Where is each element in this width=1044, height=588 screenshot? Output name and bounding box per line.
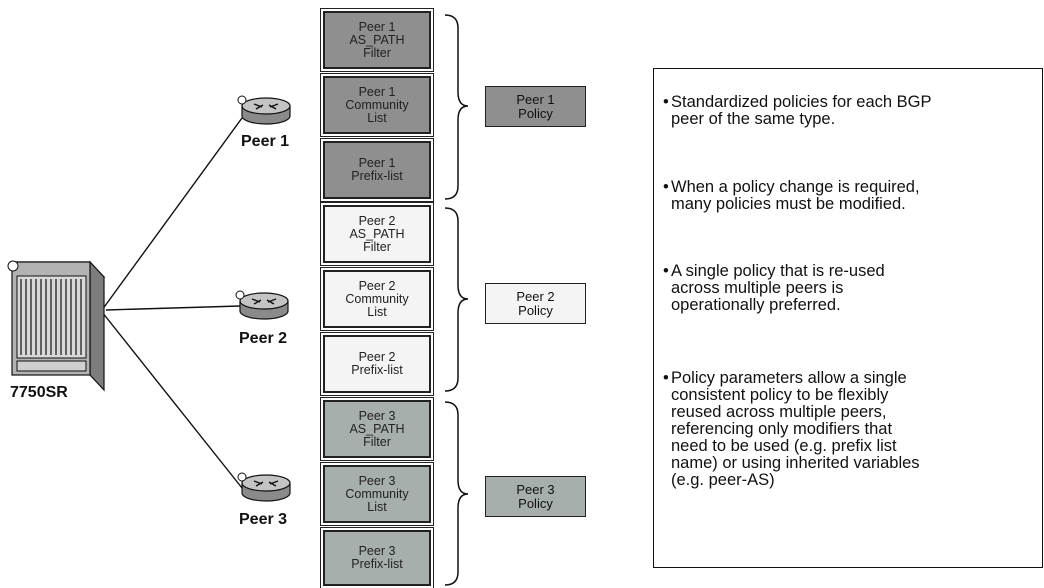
peer-2-prefix-list: Peer 2 Prefix-list	[320, 332, 434, 396]
peer-3-label: Peer 3	[239, 511, 288, 528]
link-peer-2	[105, 305, 241, 311]
peer-1-policy: Peer 1 Policy	[485, 86, 586, 127]
note-text: A single policy that is re-used across m…	[671, 262, 885, 314]
peer-1-label: Peer 1	[241, 133, 290, 150]
peer-3-prefix-list-label: Peer 3 Prefix-list	[351, 544, 403, 571]
peer-3-policy: Peer 3 Policy	[485, 476, 586, 517]
connection-lines	[101, 117, 243, 489]
note-item: • A single policy that is re-used across…	[663, 263, 885, 314]
peer-1-community-list: Peer 1 Community List	[320, 73, 434, 137]
peer-1-community-list-label: Peer 1 Community List	[345, 84, 409, 125]
peer-2-community-list: Peer 2 Community List	[320, 267, 434, 331]
router-7750sr-icon	[7, 260, 106, 392]
peer-3-as-path-filter: Peer 3 AS_PATH Filter	[320, 397, 434, 461]
note-bullet: •	[663, 93, 669, 111]
peer-2-prefix-list-label: Peer 2 Prefix-list	[351, 350, 403, 377]
router-peer-2-icon	[235, 290, 289, 320]
peer-3-as-path-filter-label: Peer 3 AS_PATH Filter	[349, 408, 405, 449]
peer-1-prefix-list: Peer 1 Prefix-list	[320, 138, 434, 202]
note-item: • Standardized policies for each BGP pee…	[663, 94, 931, 128]
peer-3-community-list: Peer 3 Community List	[320, 462, 434, 526]
peer-3-community-list-label: Peer 3 Community List	[345, 473, 409, 514]
peer-1-as-path-filter-label: Peer 1 AS_PATH Filter	[349, 19, 405, 60]
link-peer-1	[101, 117, 243, 311]
brace-peer-2	[444, 207, 469, 392]
link-peer-3	[101, 311, 243, 489]
note-bullet: •	[663, 262, 669, 280]
note-item: • When a policy change is required, many…	[663, 179, 920, 213]
device-label: 7750SR	[10, 384, 68, 401]
peer-1-as-path-filter: Peer 1 AS_PATH Filter	[320, 8, 434, 72]
peer-2-policy: Peer 2 Policy	[485, 283, 586, 324]
peer-2-label: Peer 2	[239, 330, 288, 347]
peer-1-prefix-list-label: Peer 1 Prefix-list	[351, 156, 403, 183]
notes-panel: • Standardized policies for each BGP pee…	[653, 68, 1043, 568]
router-peer-3-icon	[237, 472, 291, 502]
note-text: When a policy change is required, many p…	[671, 178, 920, 213]
router-peer-1-icon	[237, 95, 291, 125]
note-bullet: •	[663, 178, 669, 196]
note-text: Policy parameters allow a single consist…	[671, 369, 920, 489]
note-item: • Policy parameters allow a single consi…	[663, 370, 920, 489]
peer-2-community-list-label: Peer 2 Community List	[345, 278, 409, 319]
peer-2-as-path-filter-label: Peer 2 AS_PATH Filter	[349, 213, 405, 254]
brace-peer-1	[444, 14, 469, 200]
peer-3-prefix-list: Peer 3 Prefix-list	[320, 527, 434, 588]
note-bullet: •	[663, 369, 669, 387]
note-text: Standardized policies for each BGP peer …	[671, 93, 932, 128]
brace-peer-3	[444, 401, 469, 586]
peer-2-as-path-filter: Peer 2 AS_PATH Filter	[320, 202, 434, 266]
